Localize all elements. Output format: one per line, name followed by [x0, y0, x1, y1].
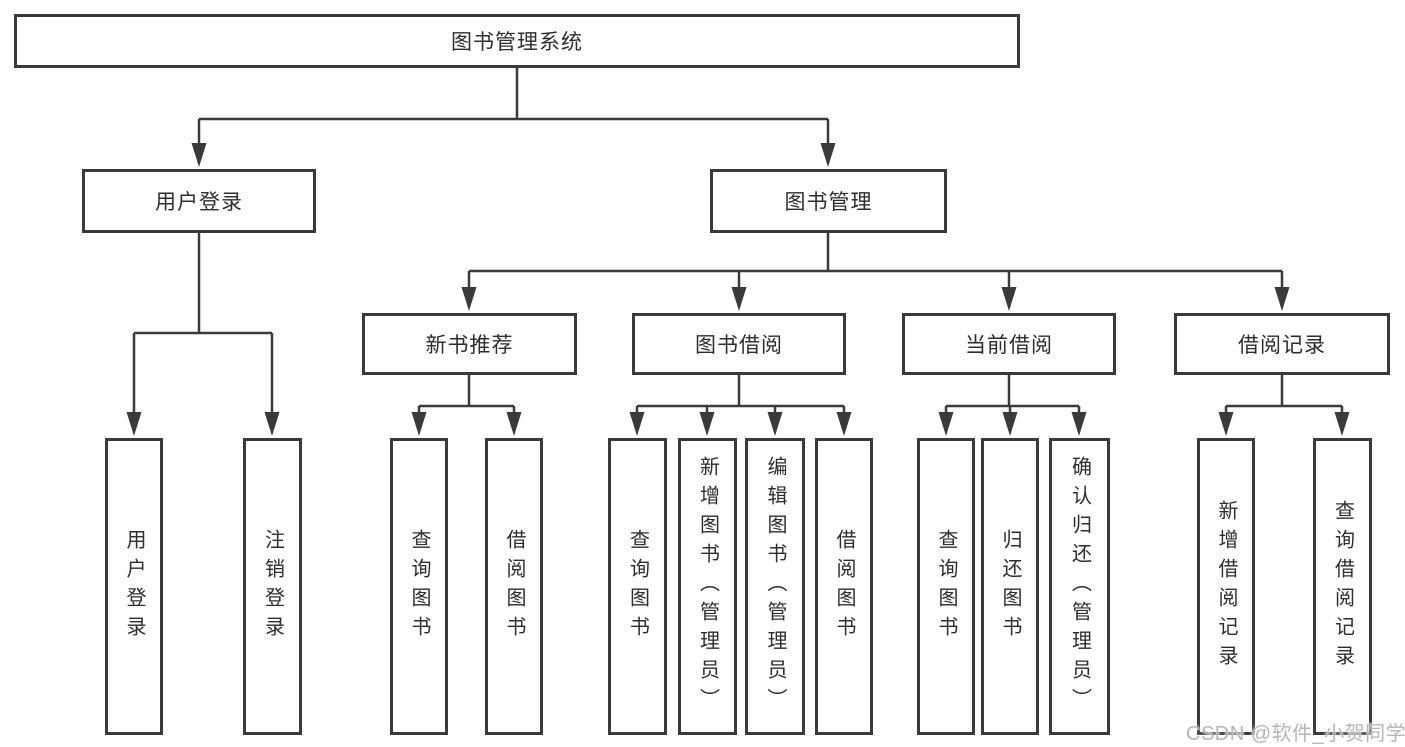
leaf-cb-confirm-return-admin: 确认归还（管理员）	[1049, 438, 1110, 735]
arrowhead	[1274, 287, 1290, 311]
leaf-br-add-record: 新增借阅记录	[1197, 438, 1255, 735]
leaf-bb-edit-books-admin: 编辑图书（管理员）	[745, 438, 805, 735]
node-current-borrow: 当前借阅	[902, 313, 1116, 375]
node-book-management: 图书管理	[710, 169, 947, 233]
arrowhead	[264, 412, 280, 436]
arrowhead	[731, 287, 747, 311]
leaf-cb-return-books: 归还图书	[981, 438, 1039, 735]
arrowhead	[126, 412, 142, 436]
leaf-cb-query-books: 查询图书	[917, 438, 975, 735]
node-new-book-recommend: 新书推荐	[362, 313, 577, 375]
node-root: 图书管理系统	[14, 14, 1020, 68]
leaf-br-query-record: 查询借阅记录	[1313, 438, 1372, 735]
leaf-user-login: 用户登录	[105, 438, 163, 735]
node-borrow-records: 借阅记录	[1174, 313, 1390, 375]
arrowhead	[506, 412, 522, 436]
arrowhead	[461, 287, 477, 311]
arrowhead	[191, 143, 207, 167]
arrowhead	[411, 412, 427, 436]
arrowhead	[1071, 412, 1087, 436]
arrowhead	[629, 412, 645, 436]
arrowhead	[836, 412, 852, 436]
arrowhead	[767, 412, 783, 436]
arrowhead	[1002, 412, 1018, 436]
leaf-logout: 注销登录	[243, 438, 302, 735]
arrowhead	[820, 143, 836, 167]
csdn-watermark: CSDN @软件_小贺同学	[1186, 723, 1405, 745]
leaf-bb-borrow-books: 借阅图书	[815, 438, 873, 735]
node-user-login: 用户登录	[82, 169, 316, 233]
leaf-nbr-borrow-books: 借阅图书	[485, 438, 543, 735]
arrowhead	[1001, 287, 1017, 311]
leaf-bb-add-books-admin: 新增图书（管理员）	[678, 438, 737, 735]
leaf-bb-query-books: 查询图书	[608, 438, 667, 735]
arrowhead	[699, 412, 715, 436]
leaf-nbr-query-books: 查询图书	[390, 438, 448, 735]
arrowhead	[938, 412, 954, 436]
node-book-borrow: 图书借阅	[632, 313, 846, 375]
arrowhead	[1218, 412, 1234, 436]
arrowheads	[126, 143, 1350, 436]
arrowhead	[1334, 412, 1350, 436]
